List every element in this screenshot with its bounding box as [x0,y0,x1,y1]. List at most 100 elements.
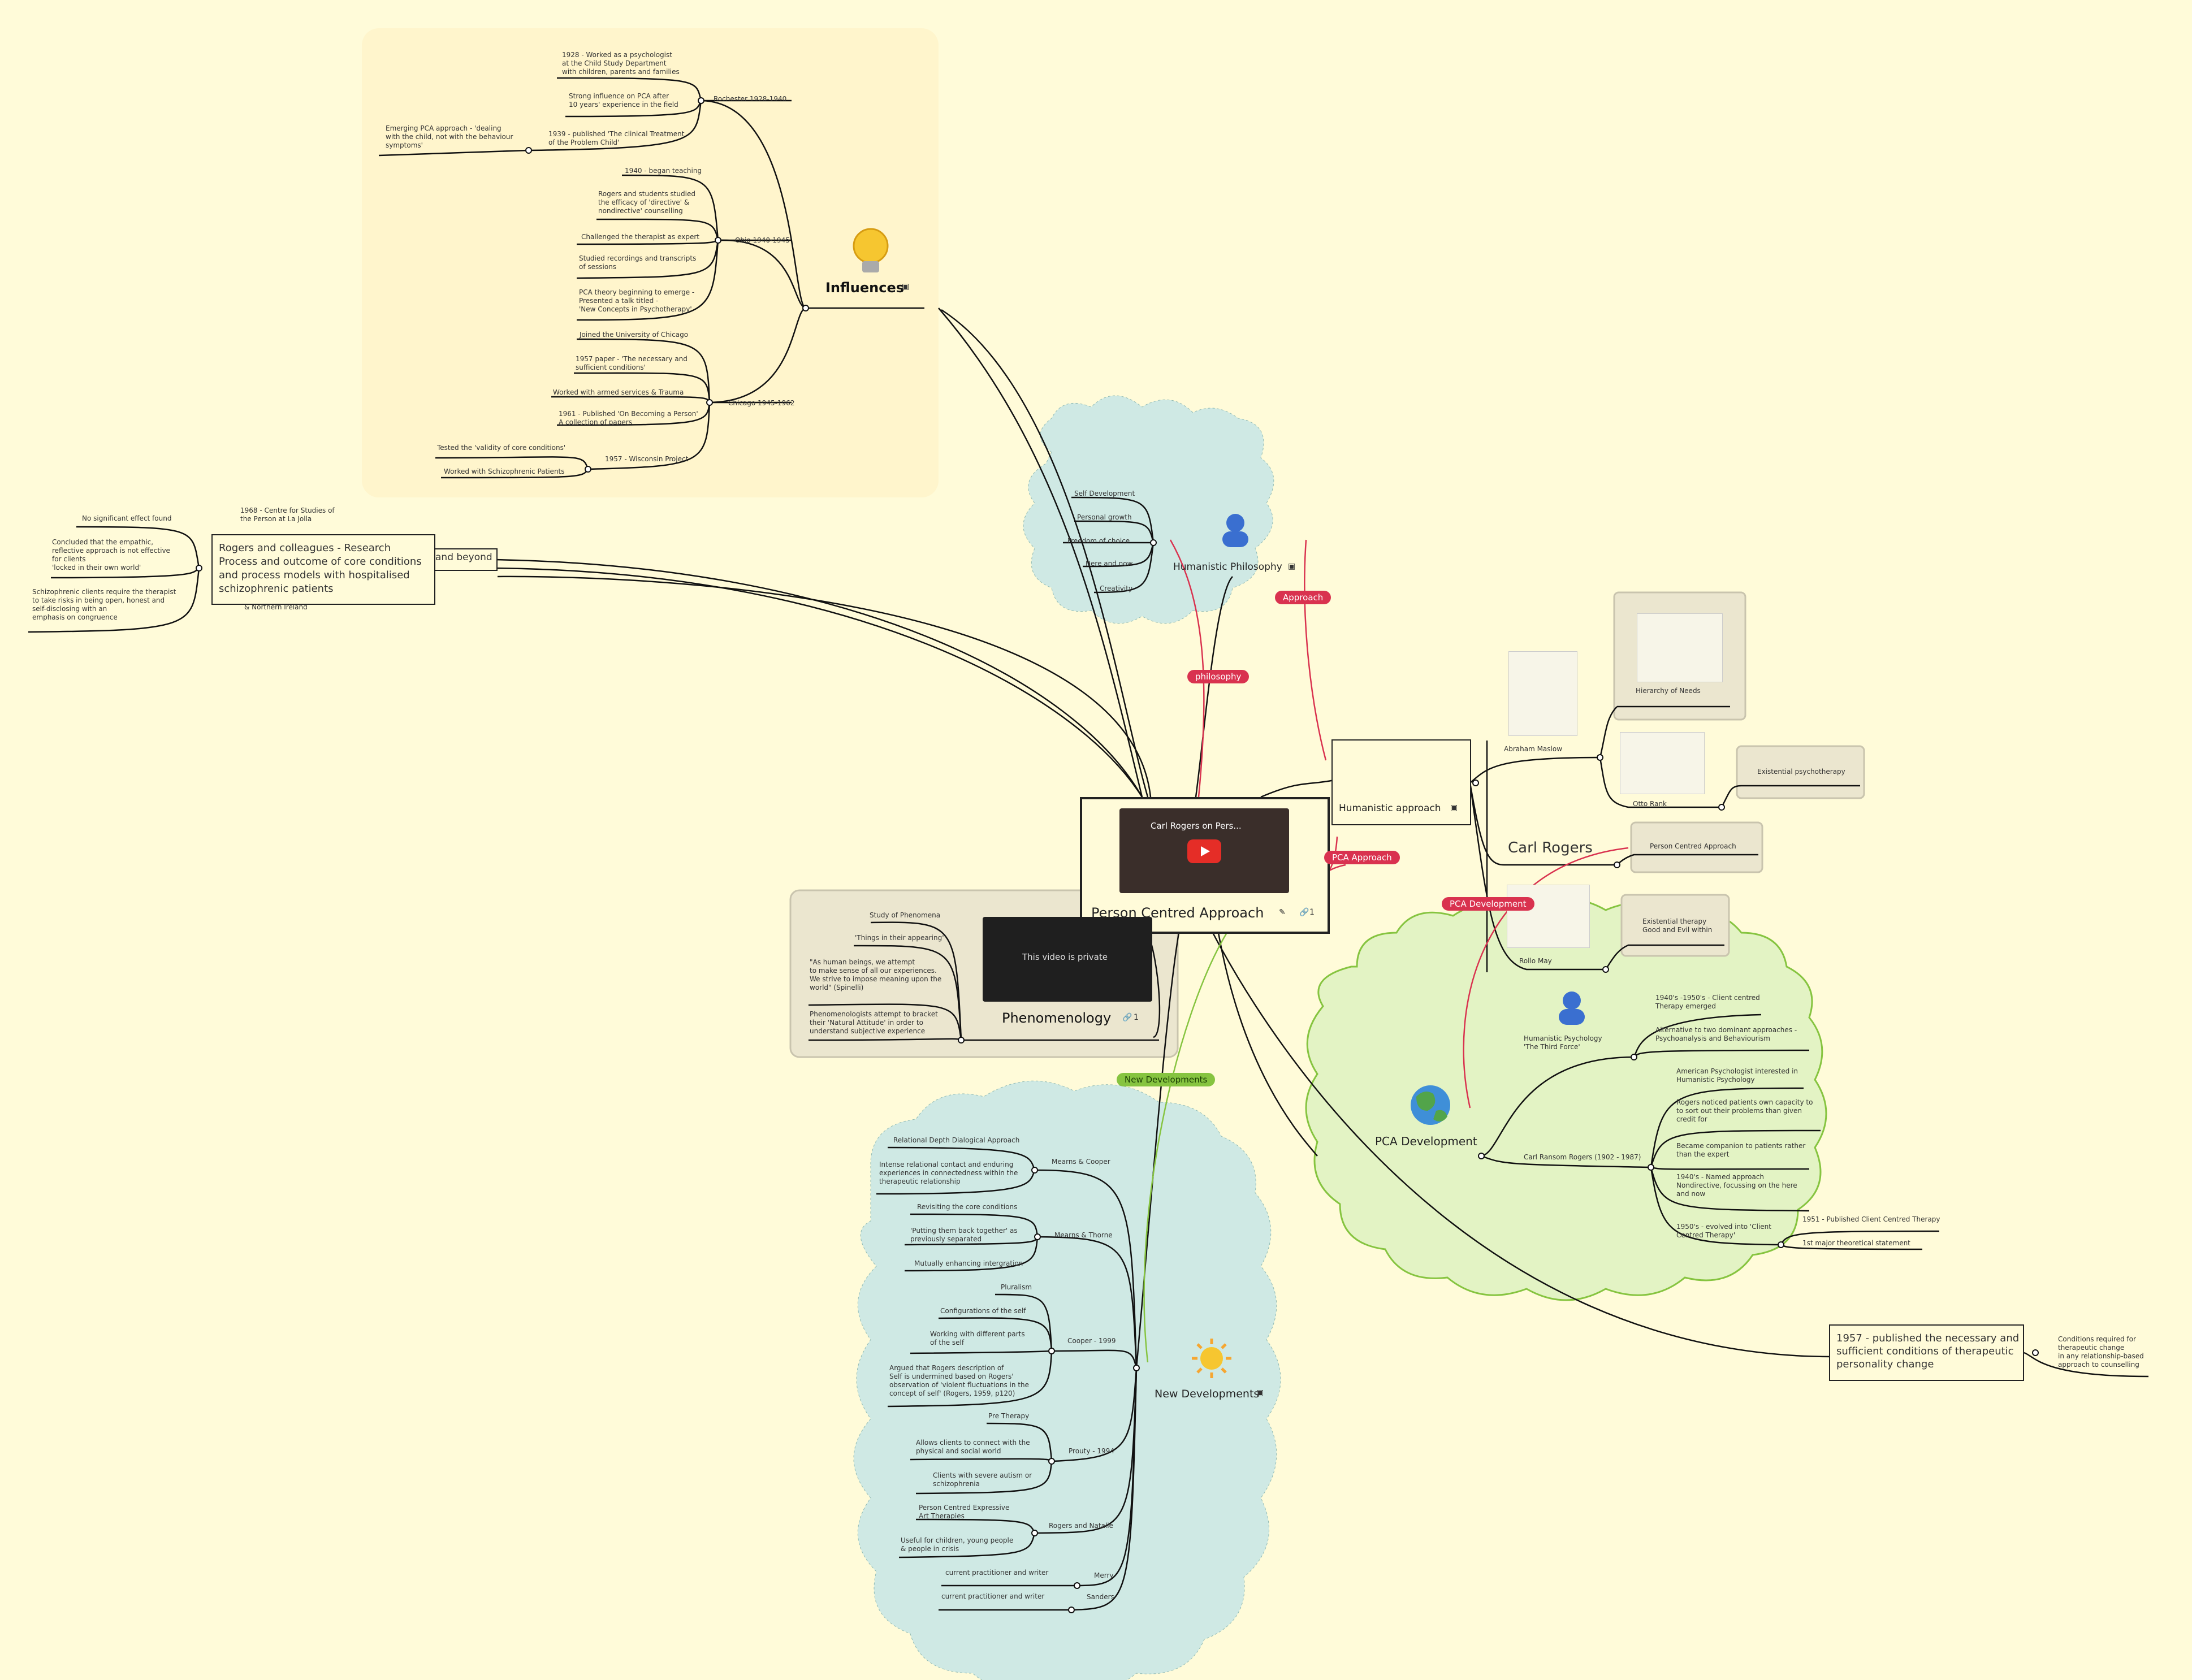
pca-development-title[interactable]: PCA Development [1375,1135,1477,1148]
nd-item: Working with different parts of the self [930,1330,1025,1346]
rogers-item: Became companion to patients rather than… [1676,1142,1806,1158]
link-icon[interactable]: 🔗 [1299,908,1309,917]
nd-item: Useful for children, young people & peop… [901,1536,1014,1553]
wisconsin-item: Tested the 'validity of core conditions' [437,444,566,452]
link-count: 1 [1134,1013,1139,1022]
pca-approach-tag[interactable]: PCA Approach [1324,851,1400,864]
existential-label[interactable]: Existential psychotherapy [1757,768,1845,776]
hp-item: Alternative to two dominant approaches -… [1655,1026,1797,1042]
nd-item: Revisiting the core conditions [917,1203,1018,1211]
chicago-label[interactable]: Chicago 1945-1962 [728,399,795,407]
la-jolla-item: 1968 - Centre for Studies of the Person … [240,506,335,523]
humanistic-philosophy-title[interactable]: Humanistic Philosophy [1173,561,1282,573]
research-text: Rogers and colleagues - Research Process… [219,542,422,595]
chicago-item: Joined the University of Chicago [580,331,689,339]
finding-item: No significant effect found [82,514,172,522]
link-count: 1 [1309,908,1315,917]
philosophy-item: Personal growth [1077,513,1132,521]
lightbulb-icon [853,228,889,272]
influences-region [362,28,939,497]
hierarchy-image [1637,613,1723,682]
philosophy-item: Self Development [1074,490,1135,497]
conditions-text: 1957 - published the necessary and suffi… [1836,1332,2020,1370]
hp-label[interactable]: Humanistic Psychology 'The Third Force' [1524,1034,1602,1051]
rogers-natalie-label[interactable]: Rogers and Natalie [1049,1522,1113,1530]
cooper-label[interactable]: Cooper - 1999 [1067,1337,1116,1345]
phenomenology-video[interactable]: This video is private [983,917,1152,1002]
conditions-box[interactable] [1829,1324,2024,1381]
video-private-text: This video is private [1022,952,1108,962]
note-icon[interactable]: ✎ [1279,908,1286,917]
nd-item: 'Putting them back together' as previous… [910,1227,1018,1243]
ohio-label[interactable]: Ohio 1940-1945 [735,236,790,244]
maslow-image [1508,651,1577,736]
rochester-item: Strong influence on PCA after 10 years' … [569,92,678,109]
phenomenology-item: "As human beings, we attempt to make sen… [810,958,942,991]
finding-item: Concluded that the empathic, reflective … [52,538,170,571]
rogers-item: 1940's - Named approach Nondirective, fo… [1676,1173,1797,1198]
phenomenology-title[interactable]: Phenomenology [1002,1010,1112,1026]
rogers-label[interactable]: Carl Ransom Rogers (1902 - 1987) [1524,1153,1641,1161]
phenomenology-item: Phenomenologists attempt to bracket thei… [810,1010,938,1035]
may-label[interactable]: Rollo May [1519,957,1552,965]
rogers-item: Rogers noticed patients own capacity to … [1676,1098,1813,1123]
rochester-item: 1928 - Worked as a psychologist at the C… [562,51,680,76]
central-video[interactable]: Carl Rogers on Pers... [1119,808,1289,893]
existential-therapy-label[interactable]: Existential therapy Good and Evil within [1642,917,1713,934]
nd-item: Mutually enhancing intergration [914,1259,1023,1267]
hierarchy-label[interactable]: Hierarchy of Needs [1636,687,1701,695]
rogers-item: American Psychologist interested in Huma… [1676,1067,1798,1084]
new-developments-tag[interactable]: New Developments [1117,1073,1216,1086]
video-title: Carl Rogers on Pers... [1151,821,1242,831]
image-icon: ▣ [1256,1388,1264,1397]
approach-tag[interactable]: Approach [1275,591,1331,604]
beyond-node[interactable] [424,548,498,571]
mearns-cooper-label[interactable]: Mearns & Cooper [1052,1158,1110,1166]
phenomenology-item: Study of Phenomena [870,911,941,919]
humanistic-approach-title: Humanistic approach [1339,803,1441,814]
nd-item: Pluralism [1001,1283,1032,1291]
rochester-item: 1939 - published 'The clinical Treatment… [548,130,685,146]
carl-rogers-label[interactable]: Carl Rogers [1508,839,1593,856]
chicago-item: Worked with armed services & Trauma [553,388,684,396]
may-image [1507,885,1590,948]
chicago-item: 1961 - Published 'On Becoming a Person' … [559,410,698,426]
philosophy-tag[interactable]: philosophy [1187,670,1250,683]
humanistic-philosophy-cloud [1023,395,1274,624]
beyond-label: and beyond [435,552,492,563]
influences-title[interactable]: Influences [825,280,905,296]
sanders-label[interactable]: Sanders [1087,1593,1114,1601]
image-icon: ▣ [902,282,910,291]
new-developments-title[interactable]: New Developments [1155,1388,1260,1400]
image-icon: ▣ [1288,562,1296,571]
merry-label[interactable]: Merry [1094,1571,1114,1579]
ohio-item: Challenged the therapist as expert [581,233,699,241]
research-box[interactable] [211,534,435,605]
rochester-sub: Emerging PCA approach - 'dealing with th… [386,124,513,149]
rogers-item: 1950's - evolved into 'Client Centred Th… [1676,1223,1771,1239]
rochester-label[interactable]: Rochester 1928-1940 [714,95,787,103]
wisconsin-item: Worked with Schizophrenic Patients [444,467,565,475]
philosophy-item: Freedom of choice [1067,537,1130,545]
humanistic-approach-node[interactable] [1331,739,1471,825]
prouty-label[interactable]: Prouty - 1994 [1069,1447,1114,1455]
maslow-label[interactable]: Abraham Maslow [1504,745,1563,753]
cct-item: 1st major theoretical statement [1802,1239,1910,1247]
pca-development-tag[interactable]: PCA Development [1442,897,1534,911]
nd-item: Allows clients to connect with the physi… [916,1439,1030,1455]
nd-item: Pre Therapy [988,1412,1030,1420]
nd-item: Argued that Rogers description of Self i… [889,1364,1030,1397]
conditions-note: Conditions required for therapeutic chan… [2058,1335,2144,1369]
nd-item: Intense relational contact and enduring … [879,1161,1018,1185]
mearns-thorne-label[interactable]: Mearns & Thorne [1054,1231,1113,1239]
link-icon[interactable]: 🔗 [1122,1013,1132,1022]
play-icon[interactable] [1187,839,1221,863]
pca-label[interactable]: Person Centred Approach [1650,842,1736,850]
cct-item: 1951 - Published Client Centred Therapy [1802,1215,1940,1223]
rank-label[interactable]: Otto Rank [1633,800,1667,808]
ohio-item: PCA theory beginning to emerge - Present… [579,288,695,313]
nd-item: current practitioner and writer [941,1592,1045,1600]
hp-item: 1940's -1950's - Client centred Therapy … [1655,994,1760,1010]
ohio-item: 1940 - began teaching [625,167,702,175]
